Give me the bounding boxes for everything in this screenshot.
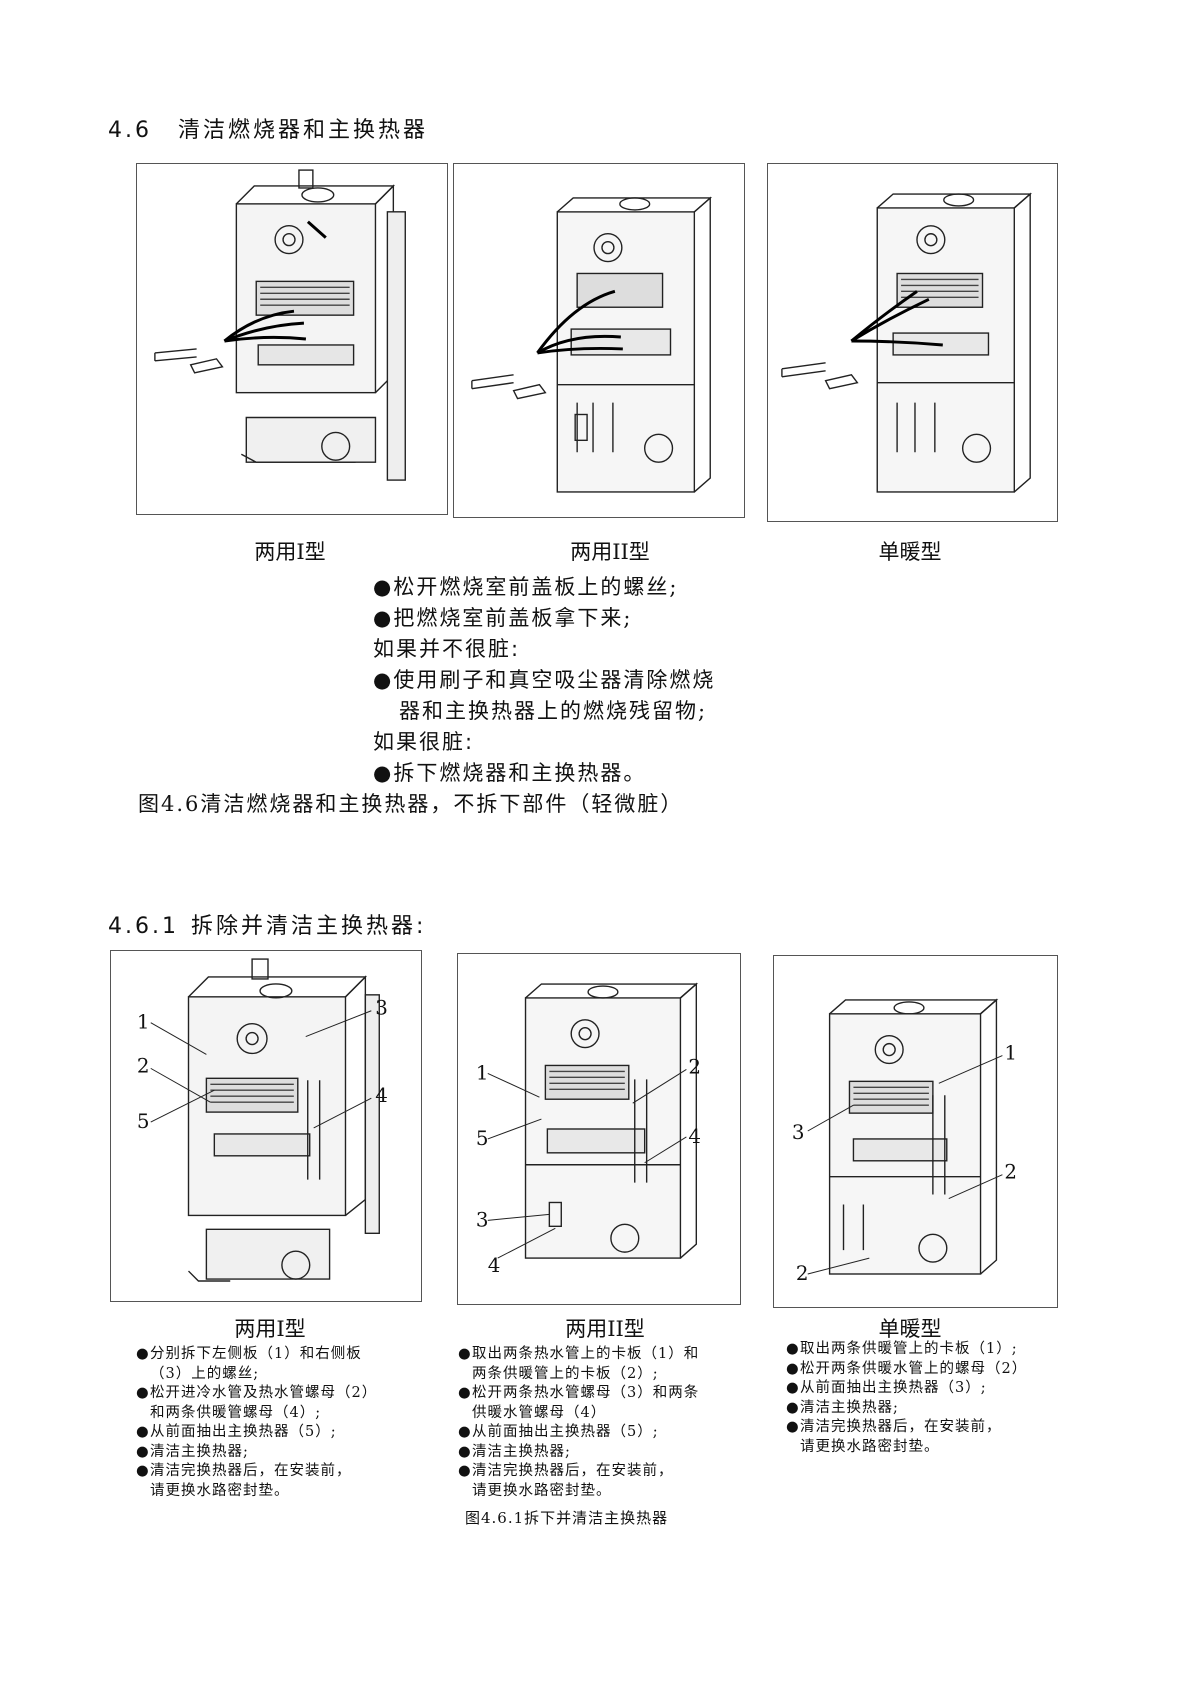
instruction-line: ●取出两条热水管上的卡板（1）和 (458, 1346, 700, 1362)
instruction-line: ●清洁主换热器; (786, 1399, 899, 1416)
instruction-line: 和两条供暖管螺母（4）; (150, 1404, 322, 1421)
section-heading-4-6-1: 4.6.1 拆除并清洁主换热器: (108, 908, 426, 940)
callout-label: 4 (375, 1084, 388, 1107)
boiler-illustration (781, 192, 1033, 493)
caption-combi-ii: 两用II型 (565, 1317, 645, 1341)
boiler-illustration (154, 169, 406, 481)
step-item-continuation: 器和主换热器上的燃烧残留物; (399, 699, 708, 723)
instruction-line: 两条供暖管上的卡板（2）; (472, 1365, 659, 1382)
instruction-line: ●清洁完换热器后，在安装前， (458, 1463, 674, 1479)
instruction-line: 请更换水路密封垫。 (800, 1438, 940, 1455)
callout-label: 1 (476, 1061, 489, 1084)
figure-caption-4-6-1: 图4.6.1拆下并清洁主换热器 (465, 1509, 669, 1527)
callout-label: 2 (1004, 1161, 1017, 1184)
boiler-illustration: 1 2 2 3 (792, 998, 1017, 1285)
figure-disassembly-heating-only: 1 2 2 3 (773, 955, 1058, 1308)
section-heading-4-6: 4.6 清洁燃烧器和主换热器 (108, 112, 428, 144)
figure-boiler-combi-ii (453, 163, 745, 518)
figure-caption-4-6: 图4.6清洁燃烧器和主换热器，不拆下部件（轻微脏） (138, 792, 684, 816)
instruction-line: ●取出两条供暖管上的卡板（1）; (786, 1341, 1018, 1357)
instruction-line: （3）上的螺丝; (150, 1365, 260, 1382)
boiler-illustration: 1 2 3 4 4 5 (476, 982, 701, 1277)
instruction-line: ●从前面抽出主换热器（3）; (786, 1380, 987, 1396)
section-number: 4.6 (108, 118, 152, 143)
caption-combi-i: 两用I型 (234, 1317, 306, 1341)
callout-label: 2 (137, 1054, 150, 1077)
step-item: ●拆下燃烧器和主换热器。 (373, 761, 647, 785)
callout-label: 5 (476, 1127, 489, 1150)
callout-label: 2 (796, 1262, 809, 1285)
instruction-line: ●清洁主换热器; (136, 1443, 249, 1460)
instructions-heating-only: ●取出两条供暖管上的卡板（1）; ●松开两条供暖水管上的螺母（2） ●从前面抽出… (786, 1340, 1086, 1457)
instruction-line: 请更换水路密封垫。 (150, 1482, 290, 1499)
instructions-combi-i: ●分别拆下左侧板（1）和右侧板 （3）上的螺丝; ●松开进冷水管及热水管螺母（2… (136, 1345, 436, 1501)
instruction-line: ●清洁主换热器; (458, 1443, 571, 1460)
callout-label: 5 (137, 1110, 150, 1133)
figure-disassembly-combi-i: 1 2 3 4 5 (110, 950, 422, 1302)
boiler-illustration (471, 196, 713, 493)
instruction-line: 供暖水管螺母（4） (472, 1404, 607, 1421)
callout-label: 3 (375, 997, 388, 1020)
instruction-line: ●从前面抽出主换热器（5）; (458, 1424, 659, 1440)
cleaning-steps: ●松开燃烧室前盖板上的螺丝; ●把燃烧室前盖板拿下来; 如果并不很脏: ●使用刷… (373, 572, 793, 789)
figure-boiler-combi-i (136, 163, 448, 515)
callout-label: 1 (1004, 1042, 1017, 1065)
callout-label: 4 (488, 1254, 501, 1277)
instruction-line: ●松开两条热水管螺母（3）和两条 (458, 1385, 700, 1401)
callout-label: 3 (476, 1208, 489, 1231)
step-item: ●使用刷子和真空吸尘器清除燃烧 (373, 668, 716, 692)
caption-combi-ii: 两用II型 (570, 540, 650, 564)
caption-heating-only: 单暖型 (878, 1317, 942, 1341)
instruction-line: ●分别拆下左侧板（1）和右侧板 (136, 1346, 362, 1362)
section-number: 4.6.1 (108, 914, 179, 939)
instruction-line: ●清洁完换热器后，在安装前， (136, 1463, 352, 1479)
step-item: ●松开燃烧室前盖板上的螺丝; (373, 575, 679, 599)
condition-label: 如果很脏: (373, 730, 475, 754)
figure-boiler-heating-only (767, 163, 1058, 522)
callout-label: 1 (137, 1011, 150, 1034)
instructions-combi-ii: ●取出两条热水管上的卡板（1）和 两条供暖管上的卡板（2）; ●松开两条热水管螺… (458, 1345, 758, 1501)
callout-label: 2 (688, 1055, 701, 1078)
caption-heating-only: 单暖型 (878, 540, 942, 564)
step-item: ●把燃烧室前盖板拿下来; (373, 606, 633, 630)
section-title: 拆除并清洁主换热器: (190, 914, 427, 939)
condition-label: 如果并不很脏: (373, 637, 521, 661)
callout-label: 3 (792, 1121, 805, 1144)
instruction-line: ●松开进冷水管及热水管螺母（2） (136, 1385, 378, 1401)
callout-label: 4 (688, 1125, 701, 1148)
instruction-line: ●松开两条供暖水管上的螺母（2） (786, 1360, 1028, 1377)
instruction-line: 请更换水路密封垫。 (472, 1482, 612, 1499)
instruction-line: ●清洁完换热器后，在安装前， (786, 1419, 1002, 1435)
caption-combi-i: 两用I型 (254, 540, 326, 564)
instruction-line: ●从前面抽出主换热器（5）; (136, 1424, 337, 1440)
boiler-illustration: 1 2 3 4 5 (137, 958, 388, 1282)
section-title: 清洁燃烧器和主换热器 (178, 118, 429, 143)
figure-disassembly-combi-ii: 1 2 3 4 4 5 (457, 953, 741, 1305)
